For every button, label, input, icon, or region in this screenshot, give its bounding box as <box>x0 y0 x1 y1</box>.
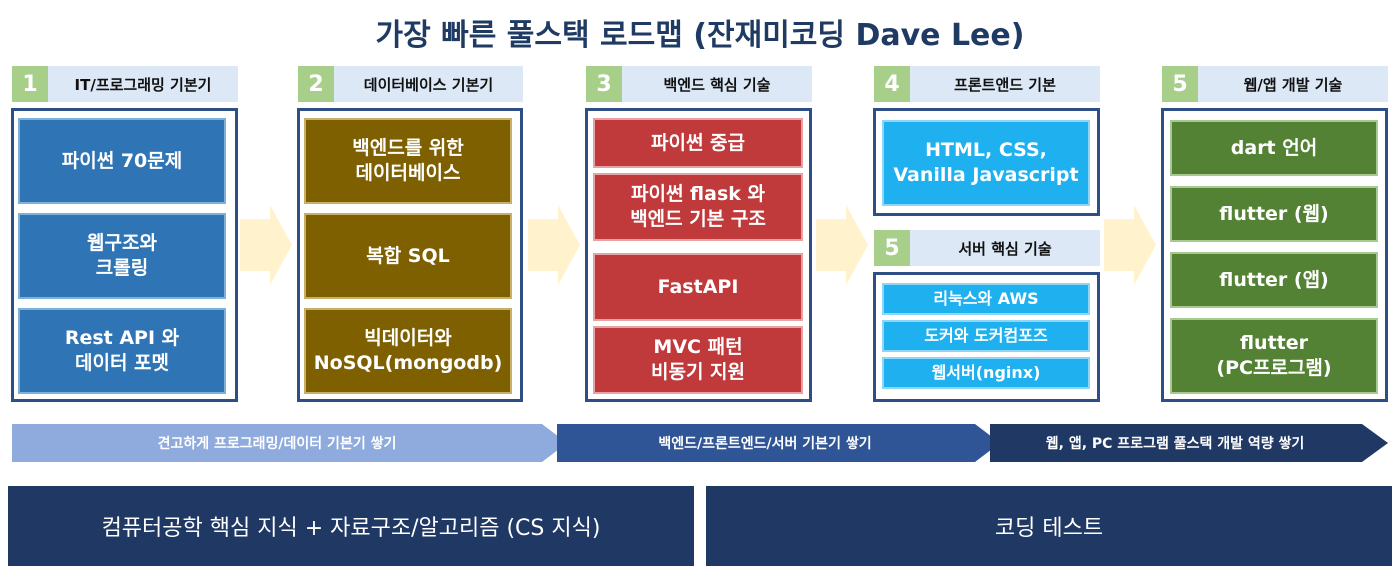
coding-test-box: 코딩 테스트 <box>706 486 1392 566</box>
item-box: 빅데이터와 NoSQL(mongodb) <box>304 308 512 394</box>
step-number-5-server: 5 <box>874 230 910 266</box>
item-box: FastAPI <box>593 253 803 321</box>
band-label-3: 웹, 앱, PC 프로그램 풀스택 개발 역량 쌓기 <box>1045 436 1305 452</box>
step-number-2: 2 <box>298 66 334 102</box>
band-arrow-1 <box>12 424 567 462</box>
item-box: 웹구조와 크롤링 <box>18 213 226 299</box>
item-box: flutter (앱) <box>1170 252 1378 308</box>
band-label-2: 백엔드/프론트엔드/서버 기본기 쌓기 <box>658 436 872 452</box>
chevron-arrow-icon <box>816 205 868 285</box>
item-box: dart 언어 <box>1170 120 1378 176</box>
item-box: flutter (PC프로그램) <box>1170 318 1378 394</box>
step-number-4: 4 <box>874 66 910 102</box>
chevron-arrow-icon <box>528 205 580 285</box>
step-header-5-app: 웹/앱 개발 기술 <box>1198 66 1388 102</box>
step-header-4: 프론트앤드 기본 <box>910 66 1100 102</box>
step-header-2: 데이터베이스 기본기 <box>334 66 523 102</box>
step-number-1: 1 <box>12 66 48 102</box>
cs-knowledge-box: 컴퓨터공학 핵심 지식 + 자료구조/알고리즘 (CS 지식) <box>8 486 694 566</box>
item-box: 파이썬 flask 와 백엔드 기본 구조 <box>593 173 803 241</box>
item-box: 웹서버(nginx) <box>882 357 1090 389</box>
item-box: HTML, CSS, Vanilla Javascript <box>882 120 1090 206</box>
band-label-1: 견고하게 프로그래밍/데이터 기본기 쌓기 <box>157 436 397 452</box>
item-box: 파이썬 70문제 <box>18 118 226 204</box>
item-box: 파이썬 중급 <box>593 118 803 168</box>
step-header-3: 백엔드 핵심 기술 <box>622 66 812 102</box>
page-title: 가장 빠른 풀스택 로드맵 (잔재미코딩 Dave Lee) <box>375 18 1025 53</box>
step-header-5-server: 서버 핵심 기술 <box>910 230 1100 266</box>
band-arrow-2 <box>557 424 1000 462</box>
item-box: flutter (웹) <box>1170 186 1378 242</box>
item-box: 리눅스와 AWS <box>882 283 1090 315</box>
item-box: MVC 패턴 비동기 지원 <box>593 326 803 394</box>
step-number-5-app: 5 <box>1162 66 1198 102</box>
band-arrow-3 <box>990 424 1388 462</box>
item-box: 도커와 도커컴포즈 <box>882 320 1090 352</box>
item-box: 백엔드를 위한 데이터베이스 <box>304 118 512 204</box>
step-number-3: 3 <box>586 66 622 102</box>
chevron-arrow-icon <box>1104 205 1156 285</box>
step-header-1: IT/프로그래밍 기본기 <box>48 66 238 102</box>
item-box: Rest API 와 데이터 포멧 <box>18 308 226 394</box>
progress-band-arrows <box>12 424 1388 462</box>
chevron-arrow-icon <box>240 205 292 285</box>
item-box: 복합 SQL <box>304 213 512 299</box>
